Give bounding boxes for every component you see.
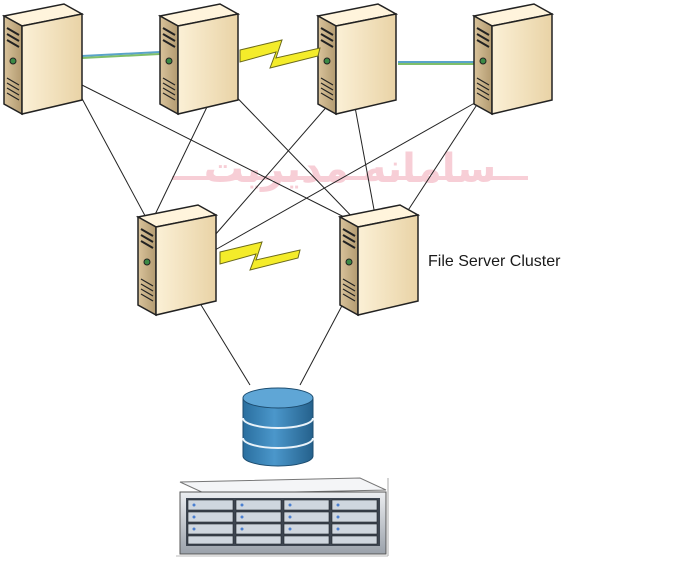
link [219,79,361,226]
server-icon [473,3,553,115]
server-icon [317,3,397,115]
link [214,99,481,251]
link [71,79,361,226]
network-links [71,79,481,386]
link-blue [81,51,161,57]
link [197,299,251,386]
cluster-label: File Server Cluster [428,253,561,270]
database-icon [242,387,314,467]
server-icon [3,3,83,115]
cluster-server-icon [339,204,419,316]
link [404,99,481,216]
link [71,79,151,226]
lightning-icon [239,39,321,69]
server-icon [159,3,239,115]
watermark-logo: سامانه مدیریت [172,146,528,192]
link-green [81,53,161,59]
cluster-server-icon [137,204,217,316]
top-tier-links [81,51,474,65]
lightning-icon [219,241,301,271]
link [299,299,346,386]
watermark-text: سامانه مدیریت [204,146,496,192]
storage-array-icon [176,477,389,557]
